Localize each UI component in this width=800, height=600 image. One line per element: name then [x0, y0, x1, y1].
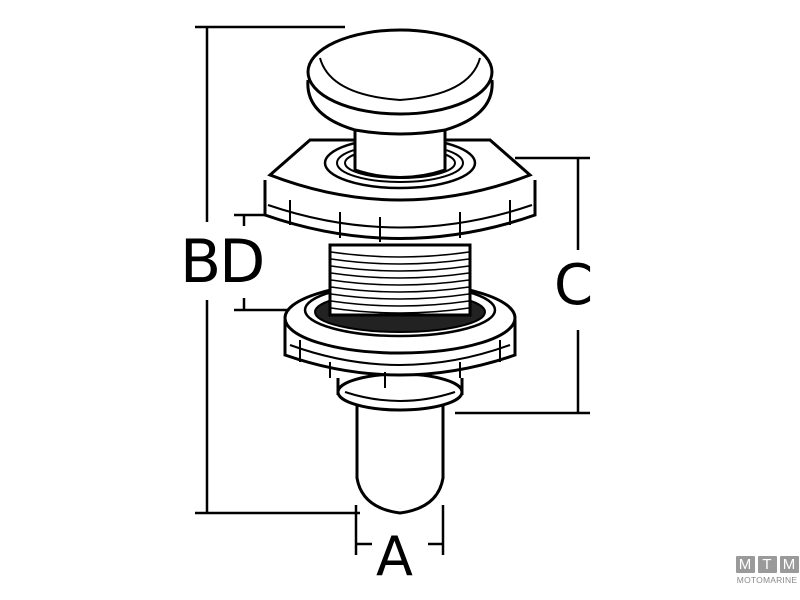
logo-wordmark: MOTOMARINE	[736, 575, 798, 585]
thread-lines	[330, 251, 470, 314]
dimension-label-bd: BD	[180, 227, 265, 297]
logo-letter-boxes: M T M	[735, 556, 799, 573]
logo-letter-t: T	[757, 556, 777, 573]
dimension-lines	[195, 25, 590, 555]
fitting-drawing	[263, 28, 537, 515]
logo-letter-m2: M	[779, 556, 799, 573]
dimension-label-c: C	[554, 253, 594, 318]
motomarine-watermark: M T M MOTOMARINE	[735, 556, 799, 596]
dimension-label-a: A	[376, 525, 413, 588]
logo-letter-m1: M	[735, 556, 755, 573]
